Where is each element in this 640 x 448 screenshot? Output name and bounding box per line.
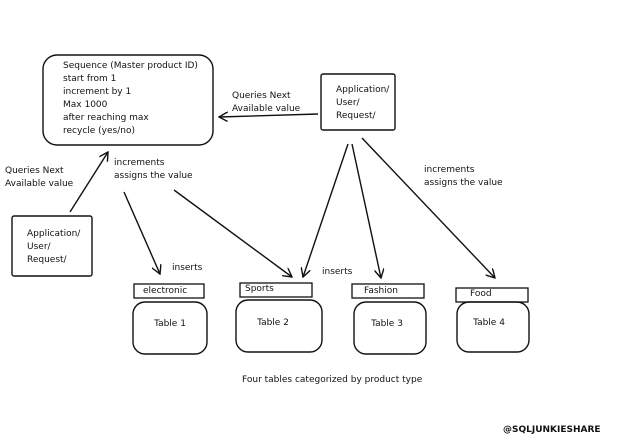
arrow-to-table-1 (123, 191, 160, 274)
sequence-line: start from 1 (63, 74, 117, 84)
app-line: Application/ (336, 85, 390, 95)
queries-line: Available value (232, 104, 301, 114)
app-line: Request/ (27, 255, 67, 265)
inserts-label-mid: inserts (322, 267, 353, 277)
tag-box-electronic (133, 283, 205, 299)
app-line: Request/ (336, 111, 376, 121)
sequence-line: recycle (yes/no) (63, 126, 135, 136)
sequence-line: Max 1000 (63, 100, 108, 110)
increments-label-right: increments assigns the value (424, 164, 503, 190)
app-line: Application/ (27, 229, 81, 239)
sequence-line: after reaching max (63, 113, 149, 123)
watermark: @SQLJUNKIESHARE (503, 425, 601, 435)
tag-food: Food (470, 289, 492, 299)
tag-box-food (455, 287, 529, 303)
increments-line: assigns the value (424, 178, 503, 188)
increments-line: increments (424, 165, 475, 175)
arrow-to-table-3 (351, 143, 381, 278)
queries-line: Queries Next (5, 166, 64, 176)
queries-label-left: Queries Next Available value (5, 165, 73, 191)
arrow-to-table-4 (361, 137, 495, 278)
queries-line: Available value (5, 179, 74, 189)
arrow-to-table-2-left (173, 189, 292, 277)
table-name-1: Table 1 (154, 319, 186, 329)
app-box-right (320, 73, 396, 131)
arrow-to-table-2-right (303, 143, 349, 277)
tag-sports: Sports (245, 284, 274, 294)
queries-label-right: Queries Next Available value (232, 90, 300, 116)
increments-label-left: increments assigns the value (114, 157, 193, 183)
table-name-4: Table 4 (473, 318, 505, 328)
tag-electronic: electronic (143, 286, 188, 296)
app-line: User/ (336, 98, 360, 108)
app-box-right-text: Application/ User/ Request/ (336, 84, 389, 123)
arrow-app-right-to-sequence (219, 114, 319, 117)
inserts-label-left: inserts (172, 263, 203, 273)
sequence-line: increment by 1 (63, 87, 132, 97)
tag-fashion: Fashion (364, 286, 398, 296)
table-name-2: Table 2 (257, 318, 289, 328)
diagram-caption: Four tables categorized by product type (242, 375, 423, 385)
table-shape-1 (132, 301, 208, 355)
sequence-box-text: Sequence (Master product ID) start from … (63, 60, 198, 138)
increments-line: increments (114, 158, 165, 168)
increments-line: assigns the value (114, 171, 193, 181)
tag-box-fashion (351, 283, 425, 299)
table-shape-4 (456, 301, 530, 353)
arrow-app-left-to-sequence (69, 152, 108, 213)
app-box-left-text: Application/ User/ Request/ (27, 228, 80, 267)
sequence-box (42, 54, 214, 146)
table-shape-2 (235, 299, 323, 353)
sequence-line: Sequence (Master product ID) (63, 61, 198, 71)
table-name-3: Table 3 (371, 319, 403, 329)
app-line: User/ (27, 242, 51, 252)
tag-box-sports (239, 282, 313, 298)
table-shape-3 (353, 301, 427, 355)
queries-line: Queries Next (232, 91, 291, 101)
app-box-left (11, 215, 93, 277)
